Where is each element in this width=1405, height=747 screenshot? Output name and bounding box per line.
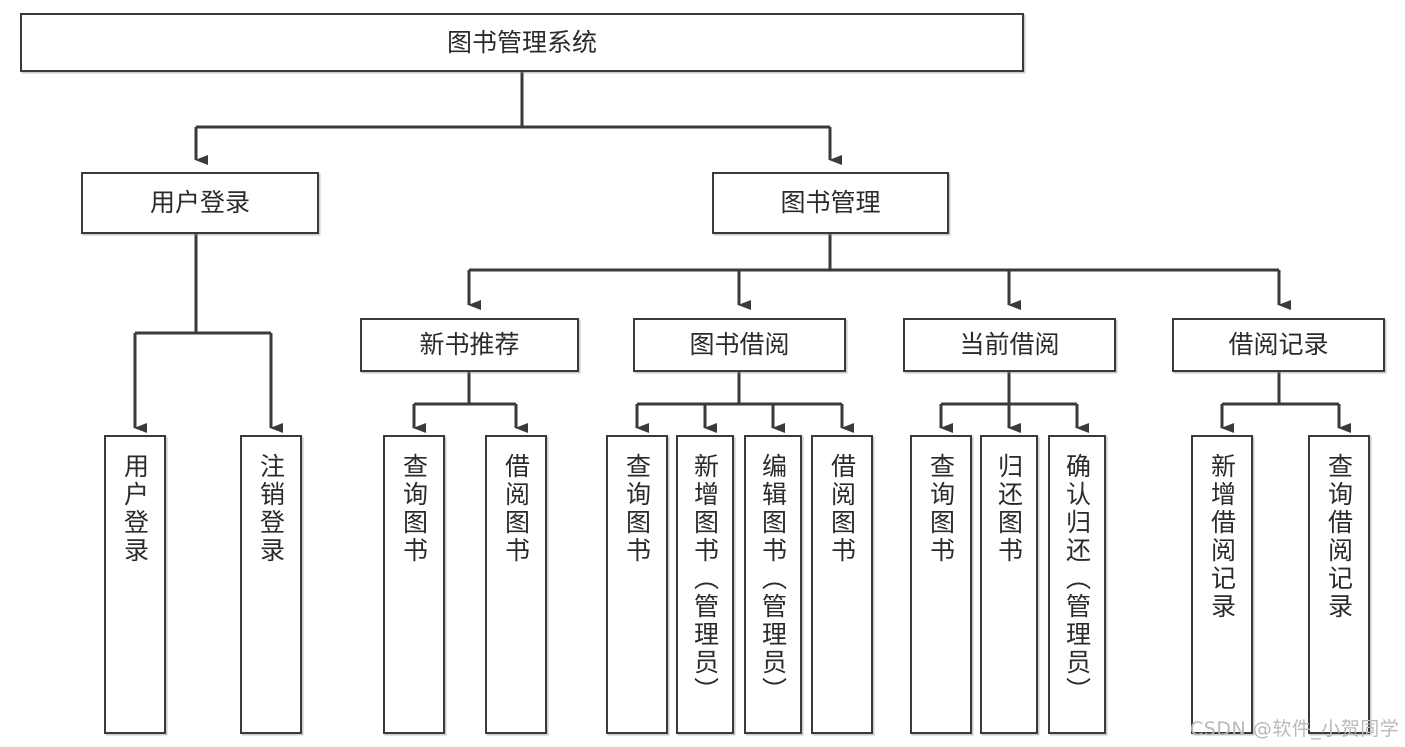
node-label: 确认归还（管理员） (1062, 453, 1092, 705)
leaf-query-book-borrow[interactable]: 查询图书 (606, 435, 668, 734)
leaf-edit-book-admin[interactable]: 编辑图书（管理员） (744, 435, 802, 734)
node-user-login[interactable]: 用户登录 (81, 172, 319, 234)
leaf-return-book[interactable]: 归还图书 (980, 435, 1038, 734)
node-current-borrow[interactable]: 当前借阅 (903, 318, 1116, 372)
node-label: 借阅记录 (1228, 330, 1329, 360)
leaf-add-borrow-record[interactable]: 新增借阅记录 (1191, 435, 1253, 734)
node-label: 图书管理系统 (446, 27, 597, 57)
node-label: 借阅图书 (827, 453, 857, 565)
node-root-system[interactable]: 图书管理系统 (20, 13, 1024, 72)
node-borrow-record[interactable]: 借阅记录 (1172, 318, 1385, 372)
node-label: 当前借阅 (959, 330, 1060, 360)
node-label: 新增图书（管理员） (690, 453, 720, 705)
node-book-borrow[interactable]: 图书借阅 (633, 318, 846, 372)
node-label: 查询图书 (926, 453, 956, 565)
node-book-management[interactable]: 图书管理 (712, 172, 949, 234)
leaf-user-login[interactable]: 用户登录 (104, 435, 166, 734)
node-label: 新书推荐 (419, 330, 520, 360)
node-label: 用户登录 (149, 188, 250, 218)
node-label: 归还图书 (994, 453, 1024, 565)
node-label: 查询图书 (399, 453, 429, 565)
watermark-text: CSDN @软件_小贺同学 (1190, 718, 1400, 740)
leaf-logout[interactable]: 注销登录 (240, 435, 302, 734)
node-label: 用户登录 (120, 453, 150, 565)
leaf-query-borrow-record[interactable]: 查询借阅记录 (1308, 435, 1370, 734)
node-new-book-recommend[interactable]: 新书推荐 (360, 318, 579, 372)
node-label: 查询图书 (622, 453, 652, 565)
leaf-borrow-book-recommend[interactable]: 借阅图书 (485, 435, 547, 734)
leaf-query-book-recommend[interactable]: 查询图书 (383, 435, 445, 734)
leaf-confirm-return-admin[interactable]: 确认归还（管理员） (1048, 435, 1106, 734)
node-label: 借阅图书 (501, 453, 531, 565)
node-label: 注销登录 (256, 453, 286, 565)
node-label: 新增借阅记录 (1207, 453, 1237, 621)
node-label: 图书借阅 (689, 330, 790, 360)
leaf-query-book-current[interactable]: 查询图书 (910, 435, 972, 734)
node-label: 查询借阅记录 (1324, 453, 1354, 621)
node-label: 图书管理 (780, 188, 881, 218)
leaf-borrow-book[interactable]: 借阅图书 (811, 435, 873, 734)
node-label: 编辑图书（管理员） (758, 453, 788, 705)
leaf-add-book-admin[interactable]: 新增图书（管理员） (676, 435, 734, 734)
